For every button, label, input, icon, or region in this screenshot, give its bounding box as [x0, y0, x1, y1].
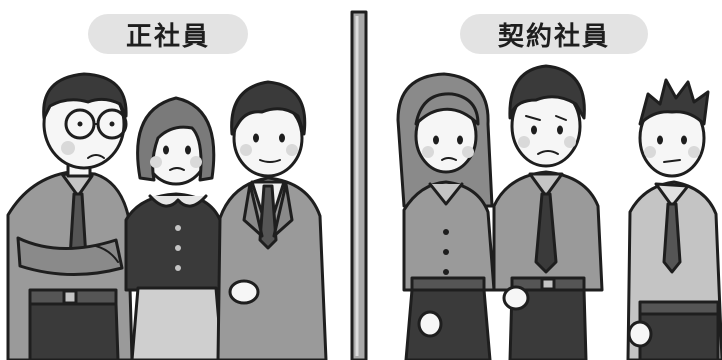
suit-man-figure — [216, 80, 328, 360]
bob-hair-woman-figure — [124, 96, 224, 360]
long-hair-woman-figure — [396, 72, 496, 360]
regular-employee-label: 正社員 — [88, 14, 248, 54]
glasses-man-figure — [6, 72, 134, 360]
contract-employee-label: 契約社員 — [460, 14, 648, 54]
spiky-hair-man-figure — [626, 78, 722, 360]
worried-man-figure — [492, 64, 604, 360]
divider-pole — [350, 10, 368, 360]
